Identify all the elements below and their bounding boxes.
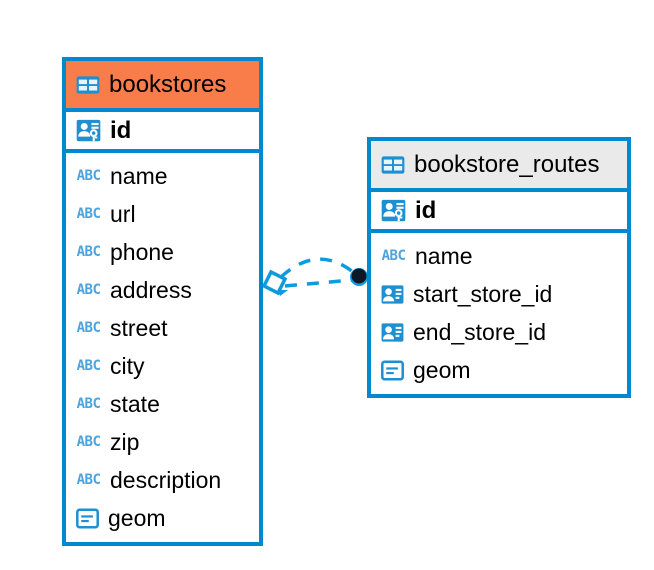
primary-key-row-bookstore-routes[interactable]: id xyxy=(371,188,627,233)
field-row[interactable]: ABC phone xyxy=(66,233,259,271)
field-label: state xyxy=(110,390,160,417)
foreign-key-icon xyxy=(380,282,405,307)
primary-key-icon xyxy=(75,117,102,144)
text-abc-icon: ABC xyxy=(76,434,101,450)
field-label: name xyxy=(415,242,473,269)
field-row[interactable]: ABC city xyxy=(66,347,259,385)
field-label: zip xyxy=(110,428,140,455)
primary-key-row-bookstores[interactable]: id xyxy=(66,108,259,153)
field-row[interactable]: geom xyxy=(66,499,259,537)
entity-table-bookstores[interactable]: bookstores id ABC xyxy=(62,57,263,546)
primary-key-label: id xyxy=(110,116,132,144)
text-abc-icon: ABC xyxy=(76,168,101,184)
text-abc-icon: ABC xyxy=(76,282,101,298)
field-list-bookstores: ABC name ABC url ABC phone ABC ad xyxy=(66,153,259,540)
text-abc-icon: ABC xyxy=(76,206,101,222)
field-row[interactable]: ABC description xyxy=(66,461,259,499)
field-row[interactable]: ABC name xyxy=(66,157,259,195)
geometry-icon xyxy=(75,506,100,531)
relationship-line-arc xyxy=(279,257,355,279)
field-row[interactable]: ABC street xyxy=(66,309,259,347)
field-label: geom xyxy=(413,356,471,383)
relationship-target-dot-icon xyxy=(350,268,368,286)
field-row[interactable]: end_store_id xyxy=(371,313,627,351)
field-row[interactable]: ABC name xyxy=(371,237,627,275)
field-label: phone xyxy=(110,238,174,265)
entity-header-bookstores[interactable]: bookstores xyxy=(66,61,259,108)
text-abc-icon: ABC xyxy=(76,320,101,336)
field-label: city xyxy=(110,352,145,379)
field-row[interactable]: ABC state xyxy=(66,385,259,423)
field-row[interactable]: ABC address xyxy=(66,271,259,309)
primary-key-label: id xyxy=(415,196,437,224)
relationship-source-diamond-icon xyxy=(261,269,288,296)
field-row[interactable]: geom xyxy=(371,351,627,389)
entity-table-bookstore-routes[interactable]: bookstore_routes id ABC xyxy=(367,137,631,398)
field-label: street xyxy=(110,314,168,341)
table-icon xyxy=(75,72,101,98)
text-abc-icon: ABC xyxy=(76,396,101,412)
text-abc-icon: ABC xyxy=(76,472,101,488)
field-label: end_store_id xyxy=(413,318,546,345)
entity-header-bookstore-routes[interactable]: bookstore_routes xyxy=(371,141,627,188)
text-abc-icon: ABC xyxy=(76,244,101,260)
relationship-line-straight xyxy=(284,278,353,288)
text-abc-icon: ABC xyxy=(76,358,101,374)
field-label: geom xyxy=(108,504,166,531)
field-label: start_store_id xyxy=(413,280,553,307)
entity-title: bookstores xyxy=(109,70,227,98)
geometry-icon xyxy=(380,358,405,383)
table-icon xyxy=(380,152,406,178)
entity-title: bookstore_routes xyxy=(414,150,600,178)
field-label: description xyxy=(110,466,222,493)
text-abc-icon: ABC xyxy=(381,248,406,264)
field-row[interactable]: start_store_id xyxy=(371,275,627,313)
foreign-key-icon xyxy=(380,320,405,345)
field-row[interactable]: ABC url xyxy=(66,195,259,233)
field-label: url xyxy=(110,200,136,227)
field-label: name xyxy=(110,162,168,189)
field-row[interactable]: ABC zip xyxy=(66,423,259,461)
field-label: address xyxy=(110,276,192,303)
primary-key-icon xyxy=(380,197,407,224)
field-list-bookstore-routes: ABC name start_store_id xyxy=(371,233,627,392)
